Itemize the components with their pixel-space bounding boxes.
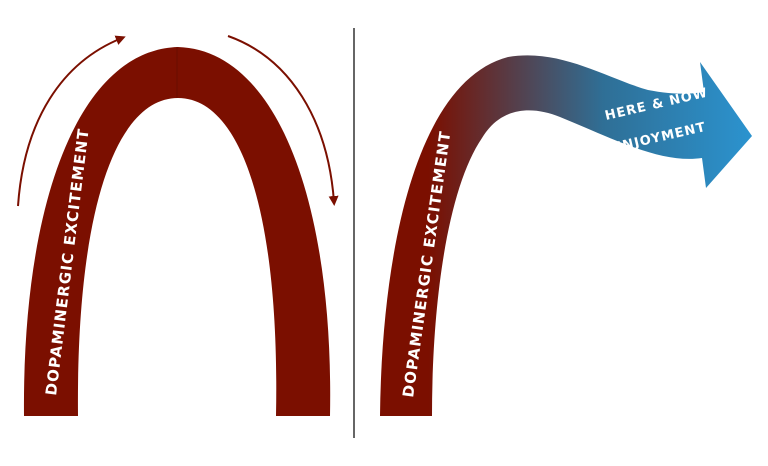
fall-arrow xyxy=(227,35,339,206)
right-panel: DOPAMINERGIC EXCITEMENT HERE & NOW ENJOY… xyxy=(380,55,752,416)
rise-arrow xyxy=(17,35,126,207)
dopaminergic-arch xyxy=(23,47,331,416)
enjoyment-arrow xyxy=(380,55,752,416)
left-panel: DOPAMINERGIC EXCITEMENT xyxy=(17,35,339,416)
